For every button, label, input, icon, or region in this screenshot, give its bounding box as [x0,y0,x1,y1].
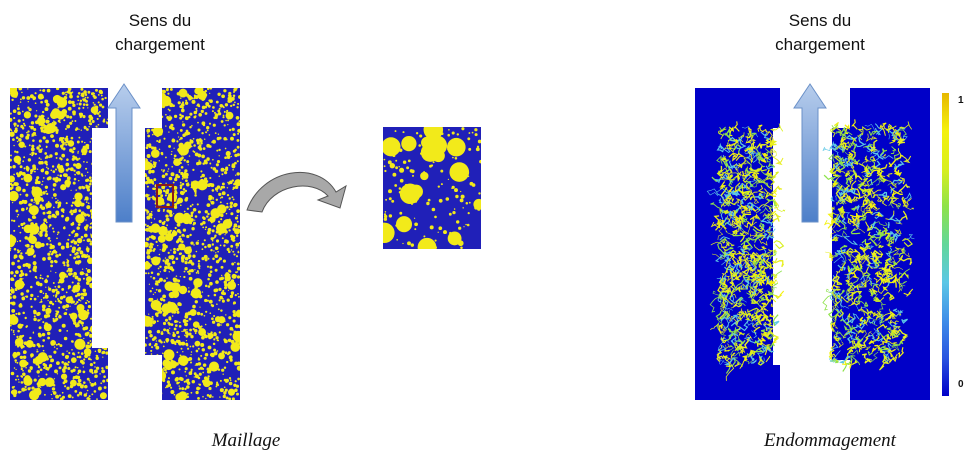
colorbar-max-label: 1 [958,95,964,106]
mesh-specimen-right [145,88,240,400]
mesh-specimen-left [10,88,108,400]
zoom-region-box [156,184,174,208]
caption-mesh: Maillage [211,430,281,451]
zoom-detail-mesh [383,127,481,249]
zoom-curved-arrow [246,171,347,213]
load-arrow-right [793,83,827,223]
load-arrow-left [107,83,141,223]
colorbar-min-label: 0 [958,379,964,390]
damage-specimen-left [695,88,786,400]
damage-colorbar: 1 0 [942,93,964,396]
load-direction-label-left: Sens du chargement [115,11,205,54]
damage-specimen-right [822,88,930,400]
caption-damage: Endommagement [764,430,896,451]
load-direction-label-right: Sens du chargement [775,11,865,54]
